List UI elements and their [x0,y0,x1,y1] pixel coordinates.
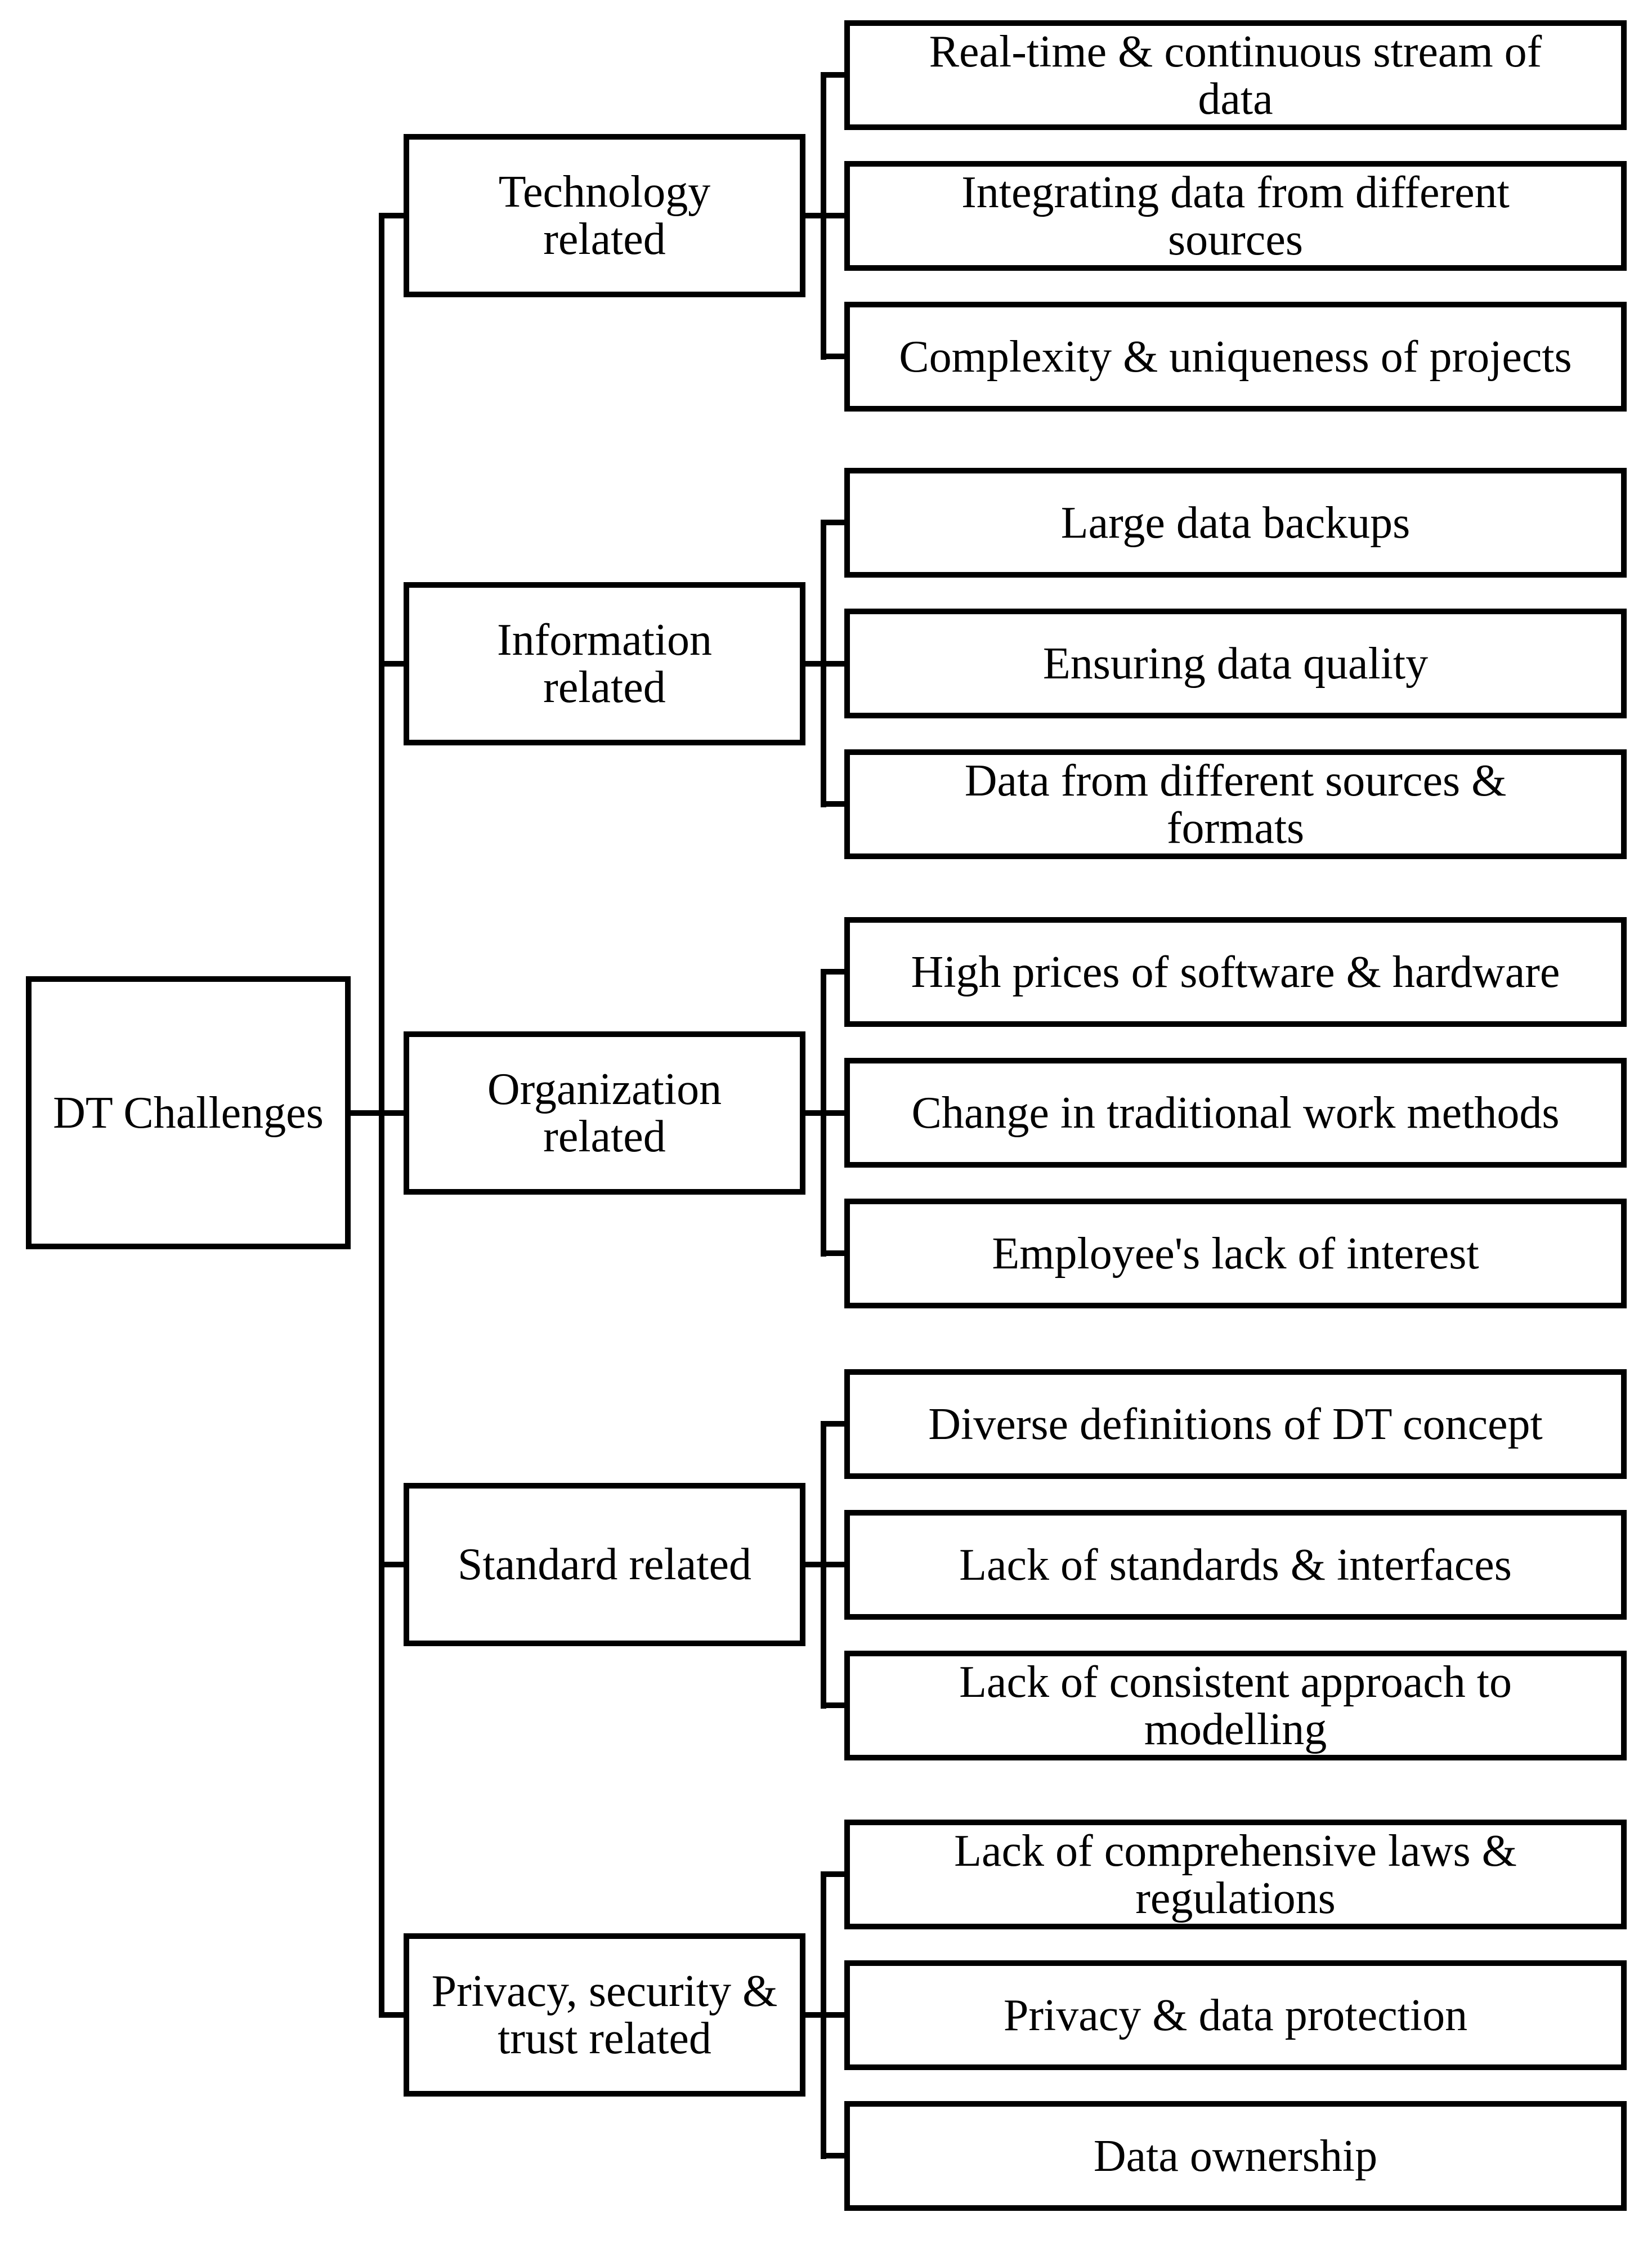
leaf-node-complexity-uniqueness: Complexity & uniqueness of projects [844,302,1627,412]
connector-information-bracket [821,520,826,807]
leaf-node-large-data-backups: Large data backups [844,468,1627,578]
leaf-node-different-sources-formats: Data from different sources & formats [844,749,1627,859]
leaf-node-high-prices: High prices of software & hardware [844,917,1627,1027]
connector-information-leaf3-stub [826,801,844,807]
connector-trunk-to-information [384,661,404,667]
leaf-node-integrating-data: Integrating data from different sources [844,161,1627,271]
leaf-node-inconsistent-modelling: Lack of consistent approach to modelling [844,1651,1627,1760]
leaf-node-privacy-data-protection: Privacy & data protection [844,1960,1627,2070]
connector-privacy-leaf1-stub [826,1871,844,1877]
leaf-node-data-ownership: Data ownership [844,2101,1627,2211]
category-node-technology: Technology related [404,134,805,297]
category-node-organization: Organization related [404,1031,805,1195]
connector-root-stub [351,1110,384,1116]
connector-technology-leaf1-stub [826,72,844,78]
connector-organization-leaf1-stub [826,969,844,975]
leaf-node-work-methods-change: Change in traditional work methods [844,1058,1627,1168]
connector-standard-bracket [821,1421,826,1709]
connector-trunk-to-standard [384,1562,404,1567]
leaf-node-data-quality: Ensuring data quality [844,609,1627,718]
leaf-node-real-time-stream: Real-time & continuous stream of data [844,20,1627,130]
connector-standard-leaf3-stub [826,1702,844,1708]
root-node-dt-challenges: DT Challenges [26,976,351,1249]
connector-organization-bracket [821,969,826,1257]
connector-standard-leaf1-stub [826,1421,844,1427]
connector-technology-leaf3-stub [826,354,844,359]
connector-technology-bracket [821,72,826,360]
category-node-privacy-security-trust: Privacy, security & trust related [404,1933,805,2097]
connector-trunk-to-technology [384,213,404,218]
category-node-information: Information related [404,582,805,745]
leaf-node-laws-regulations: Lack of comprehensive laws & regulations [844,1820,1627,1929]
connector-main-trunk [379,213,384,2018]
leaf-node-lack-standards-interfaces: Lack of standards & interfaces [844,1510,1627,1620]
category-node-standard: Standard related [404,1483,805,1646]
connector-information-leaf1-stub [826,520,844,525]
connector-trunk-to-organization [384,1110,404,1116]
connector-organization-leaf3-stub [826,1250,844,1256]
leaf-node-diverse-definitions: Diverse definitions of DT concept [844,1369,1627,1479]
connector-privacy-bracket [821,1871,826,2159]
connector-trunk-to-privacy [384,2012,404,2018]
leaf-node-employee-interest: Employee's lack of interest [844,1199,1627,1308]
connector-privacy-leaf3-stub [826,2153,844,2158]
